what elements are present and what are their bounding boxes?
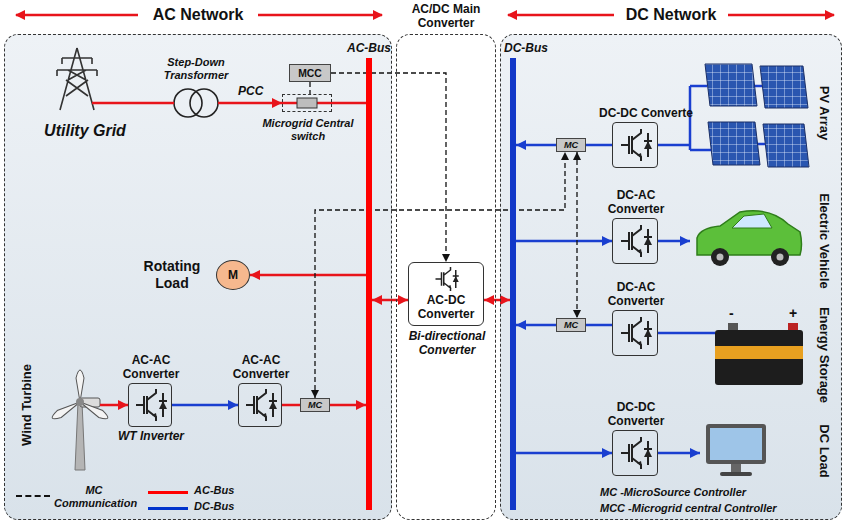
panel-border [4,34,392,520]
panel-border [396,34,496,520]
transformer: Step-Down Transformer [160,56,232,122]
bidirectional-converter: AC-DC ConverterBi-directional Converter [408,262,484,326]
panel-heading: AC/DC Main Converter [396,2,496,30]
legend-text: AC-Bus [194,484,234,496]
controller-box: MC [300,398,330,412]
power-line [516,240,612,243]
label-text: PV Array [817,86,832,140]
power-line [658,240,690,243]
label-text: DC-AC Converter [596,188,676,216]
label-text: MCC [290,68,330,79]
label-text: MC [557,320,585,330]
label-text: MC [557,140,585,150]
power-line [516,324,556,327]
energy-storage: Energy Storage [690,300,838,405]
power-line [102,404,128,407]
converter-box: AC-AC Converter [238,383,282,427]
converter-box: DC-DC Converte [612,122,658,168]
converter-box: DC-AC Converter [612,310,658,356]
power-line [516,452,612,455]
legend-text: DC-Bus [194,500,234,512]
power-line [586,144,612,147]
dc-network-panel: DC NetworkDC-BusMCDC-DC ConvertePV Array… [500,0,842,520]
panel-heading: AC Network [4,6,392,24]
power-line [282,404,300,407]
label-text: Energy Storage [817,307,832,403]
power-line [484,299,510,302]
ac-network-panel: AC NetworkUtility Grid Step-Down Transfor… [4,0,392,520]
label-text: Step-Down Transformer [156,56,236,82]
panel-heading: DC Network [500,6,842,24]
label-text: Wind Turbine [19,364,34,446]
power-line [232,102,282,105]
label-text: Utility Grid [30,122,140,140]
power-line [586,324,612,327]
dc-bus-bar: DC-Bus [510,58,516,510]
power-line [658,144,672,147]
converter-box: DC-DC Converter [612,430,658,476]
utility-grid: Utility Grid [30,44,140,140]
label-text: AC-DC Converter [409,293,483,321]
label-text: Bi-directional Converter [399,329,495,357]
legend-swatch [148,491,188,494]
legend-text: MC Communication [54,484,134,510]
power-line [658,332,690,335]
communication-link [309,82,310,94]
annotation-label: MC -MicroSource Controller [600,486,746,498]
central-switch: Microgrid Central switch [282,94,332,112]
converter-box: DC-AC Converter [612,218,658,264]
label-text: MC [301,400,329,410]
label-text: Electric Vehicle [817,193,832,288]
legend-swatch [148,507,188,510]
label-text: DC-DC Converte [599,106,719,120]
power-line [332,102,366,105]
power-line [172,404,238,407]
power-line [140,102,160,105]
annotation-label: + [789,305,797,321]
controller-box: MC [556,318,586,332]
communication-link [315,152,565,398]
label-text: Microgrid Central switch [261,117,355,143]
annotation-label: PCC [238,84,263,98]
annotation-label: MCC -Microgrid central Controller [600,502,777,514]
label-text: M [217,268,249,282]
communication-link [576,152,577,318]
wind-turbine: Wind Turbine [40,340,102,470]
annotation-label: - [729,305,734,321]
label-text: AC-AC Converter [111,353,191,381]
controller-box: MCC [289,64,331,82]
dc-load: DC Load [700,416,838,482]
communication-link [331,73,446,262]
power-line [330,404,366,407]
label-text: AC-Bus [342,41,396,55]
label-text: WT Inverter [109,429,193,443]
power-line [516,144,556,147]
label-text: Rotating Load [135,258,209,292]
pv-array: PV Array [672,58,838,183]
label-text: DC-Bus [504,41,564,55]
legend-swatch [16,495,50,497]
converter-box: AC-AC ConverterWT Inverter [128,383,172,427]
power-line [658,452,700,455]
main-converter-panel: AC/DC Main ConverterAC-DC ConverterBi-di… [396,0,496,520]
label-text: DC-DC Converter [596,400,676,428]
power-line [372,299,408,302]
power-line [250,274,366,277]
label-text: DC Load [817,424,832,477]
label-text: DC-AC Converter [596,280,676,308]
controller-box: MC [556,138,586,152]
label-text: AC-AC Converter [221,353,301,381]
ac-bus-bar: AC-Bus [366,58,372,510]
motor-circle: MRotating Load [216,260,250,290]
electric-vehicle: Electric Vehicle [690,200,838,280]
